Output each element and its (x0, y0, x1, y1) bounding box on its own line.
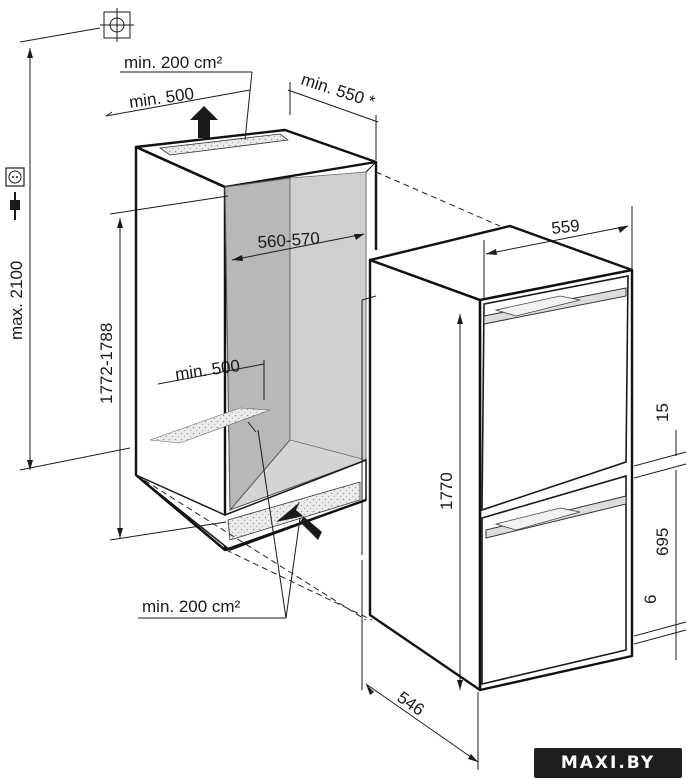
dim-695-label: 695 (653, 528, 672, 556)
dim-6-label: 6 (641, 595, 660, 604)
max-height-dimension: max. 2100 (7, 48, 131, 471)
niche-width-label: 560-570 (257, 229, 321, 252)
dim-15-label: 15 (653, 403, 672, 422)
power-socket-icon (5, 167, 25, 187)
niche-height-label: 1772-1788 (97, 323, 116, 404)
min-depth-label: min. 550 * (299, 70, 378, 112)
top-vent-area-label: min. 200 cm² (124, 53, 223, 72)
top-vent-width-label: min. 500 (128, 84, 195, 112)
appliance-width-label: 559 (550, 216, 580, 238)
airflow-up-arrow-icon (190, 106, 218, 138)
max-height-label: max. 2100 (7, 261, 26, 340)
installation-niche (134, 128, 378, 552)
watermark-logo: MAXI.BY (534, 748, 682, 778)
power-plug-icon (10, 192, 20, 220)
airflow-in-arrow-icon (276, 502, 322, 540)
fridge-appliance (361, 224, 634, 692)
appliance-height-label: 1770 (437, 472, 456, 510)
bottom-vent-area-label: min. 200 cm² (142, 597, 241, 616)
ground-symbol-icon (100, 8, 134, 42)
appliance-depth-label: 546 (394, 688, 428, 720)
